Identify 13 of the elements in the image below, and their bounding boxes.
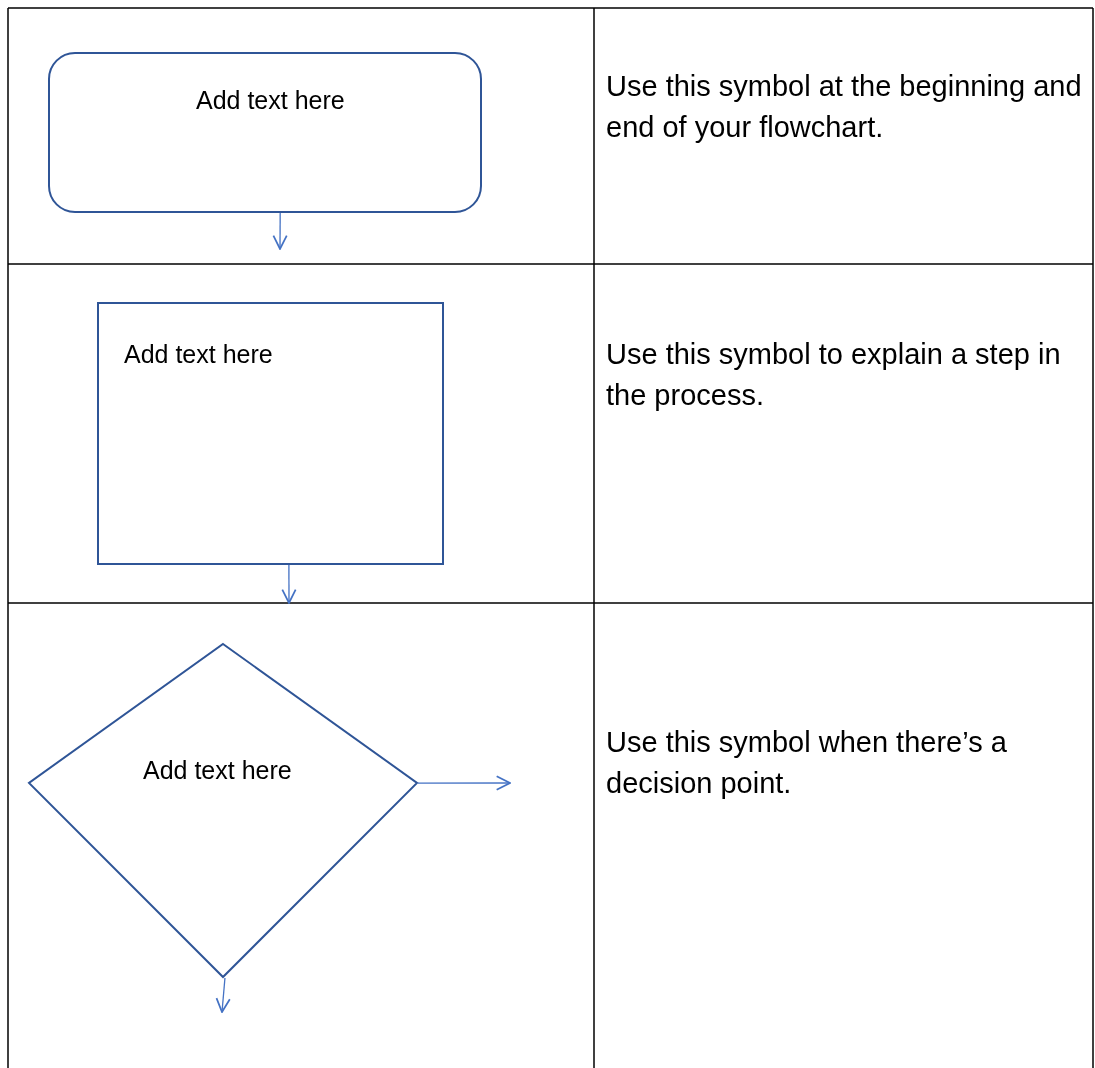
- decision-diamond: [28, 643, 418, 978]
- arrow: [215, 977, 231, 1013]
- node-text: Add text here: [143, 756, 292, 785]
- terminator-box: [48, 52, 482, 213]
- description-text: Use this symbol to explain a step in the process.: [606, 337, 1062, 413]
- node-text: Add text here: [124, 340, 273, 369]
- description-text: Use this symbol when there’s a decision point.: [606, 725, 1008, 801]
- arrow: [281, 564, 297, 604]
- process-box: [97, 302, 444, 565]
- description-text: Use this symbol at the beginning and end of your flowchart.: [606, 69, 1083, 145]
- arrow: [417, 775, 511, 791]
- node-text: Add text here: [196, 86, 345, 115]
- arrow: [272, 212, 288, 250]
